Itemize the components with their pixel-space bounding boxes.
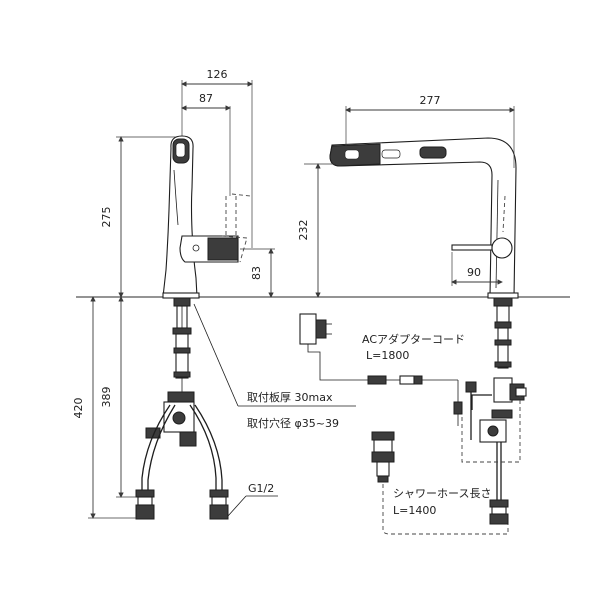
ac-cord-title: ACアダプターコード — [362, 332, 465, 346]
counter-thickness-label: 取付板厚 30max — [247, 390, 333, 404]
dim-232-label: 232 — [297, 220, 310, 241]
side-under-counter-assembly — [135, 297, 229, 520]
leader-counter-thickness: 取付板厚 30max 取付穴径 φ35~39 — [193, 303, 356, 430]
shower-hose-length: L=1400 — [393, 504, 436, 517]
dim-87: 87 — [181, 92, 231, 196]
dim-83-label: 83 — [250, 266, 263, 280]
dim-275: 275 — [100, 136, 176, 298]
side-faucet-body — [162, 135, 251, 299]
dim-277: 277 — [345, 94, 515, 168]
dim-277-label: 277 — [420, 94, 441, 107]
front-view: 277 232 90 ACアダプターコード L=1800 シャワーホース長さ L… — [297, 94, 527, 535]
dim-420: 420 — [72, 296, 136, 519]
front-under-counter-assembly — [461, 297, 527, 525]
ac-cord-length: L=1800 — [366, 349, 409, 362]
ac-adapter — [299, 313, 463, 426]
dim-126-label: 126 — [207, 68, 228, 81]
dim-232: 232 — [297, 163, 336, 298]
dim-87-label: 87 — [199, 92, 213, 105]
dim-90: 90 — [451, 252, 503, 286]
mounting-hole-label: 取付穴径 φ35~39 — [247, 416, 339, 430]
dim-389-label: 389 — [100, 387, 113, 408]
dim-83: 83 — [240, 248, 275, 298]
dim-90-label: 90 — [467, 266, 481, 279]
leader-thread: G1/2 — [227, 482, 278, 517]
dim-389: 389 — [100, 296, 136, 498]
shower-hose-fitting — [371, 431, 509, 535]
thread-label: G1/2 — [248, 482, 274, 495]
side-view: 126 87 275 83 420 389 — [72, 68, 356, 520]
ac-cord-callout: ACアダプターコード L=1800 — [362, 332, 465, 362]
dim-420-label: 420 — [72, 398, 85, 419]
shower-hose-callout: シャワーホース長さ L=1400 — [393, 487, 491, 517]
front-faucet-body — [329, 137, 519, 299]
dim-275-label: 275 — [100, 207, 113, 228]
shower-hose-title: シャワーホース長さ — [393, 487, 491, 500]
